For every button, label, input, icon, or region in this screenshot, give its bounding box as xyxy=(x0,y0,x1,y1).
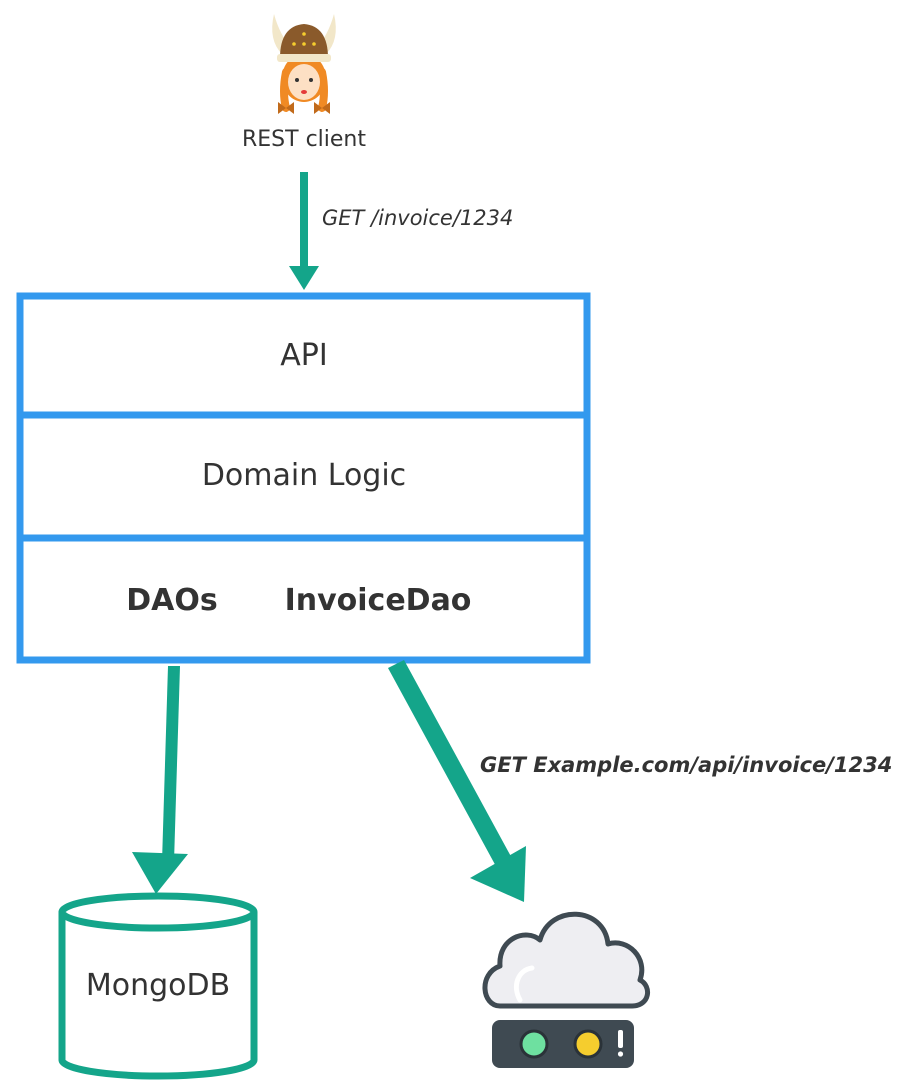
mongodb-label: MongoDB xyxy=(86,968,230,1003)
daos-layer-label: DAOs xyxy=(126,583,217,618)
application-box xyxy=(16,292,591,664)
request-label: GET /invoice/1234 xyxy=(322,206,513,230)
cloud-server-icon xyxy=(482,911,650,1068)
rest-client-label: REST client xyxy=(242,127,366,152)
domain-logic-layer-label: Domain Logic xyxy=(202,458,406,493)
application-layers xyxy=(16,292,591,664)
database-cylinder-icon xyxy=(58,892,258,1080)
db-arrow xyxy=(132,666,188,894)
api-layer-label: API xyxy=(280,338,327,373)
external-request-label: GET Example.com/api/invoice/1234 xyxy=(480,753,892,777)
viking-girl-icon xyxy=(272,14,336,114)
request-arrow xyxy=(289,172,319,290)
invoice-dao-label: InvoiceDao xyxy=(285,583,472,618)
external-request-arrow xyxy=(388,660,526,902)
